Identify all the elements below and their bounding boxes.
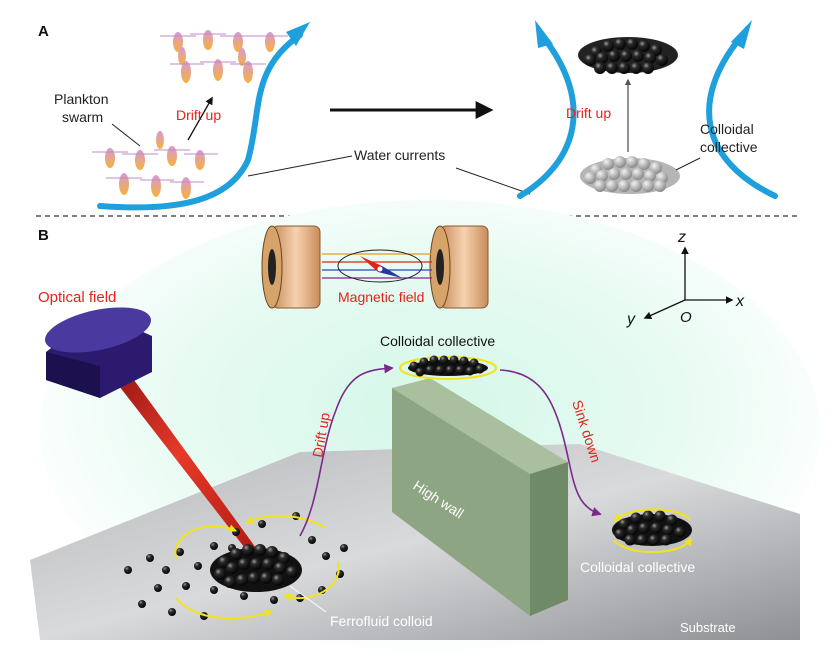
colloidal-collective-right-label: Colloidal collective	[580, 559, 695, 575]
coordinate-axes	[643, 246, 734, 319]
water-current-right-right-arrowhead	[731, 20, 752, 49]
magnetic-field-label: Magnetic field	[338, 289, 424, 305]
panel-a: A	[38, 20, 778, 211]
plankton-leader-line	[111, 123, 141, 147]
colloidal-label-line1: Colloidal	[700, 121, 754, 137]
plankton-upper-group	[160, 30, 288, 83]
water-current-left-arrowhead	[286, 22, 310, 46]
panel-a-label: A	[38, 23, 49, 40]
drift-up-arrow-left	[187, 96, 213, 141]
water-currents-leader-left	[247, 155, 353, 177]
plankton-label-line2: swarm	[62, 109, 103, 125]
colloidal-leader-line	[675, 157, 701, 171]
magnetic-coil-right	[429, 225, 489, 309]
colloid-cluster-floating	[399, 355, 497, 380]
plankton-lower-group	[92, 131, 218, 199]
panel-b: B Substrate High wall	[30, 200, 820, 659]
drift-up-right-label: Drift up	[566, 105, 611, 121]
laser-beam	[102, 358, 256, 552]
ferrofluid-leader-line	[289, 585, 327, 613]
colloidal-label-line2: collective	[700, 139, 758, 155]
colloidal-collective-top-label: Colloidal collective	[380, 333, 495, 349]
water-current-right-right	[706, 35, 778, 199]
optical-field-label: Optical field	[38, 289, 116, 306]
ferrofluid-cluster	[210, 544, 302, 592]
substrate-surface	[30, 444, 800, 640]
water-current-right-left-arrowhead	[535, 20, 553, 48]
panel-b-label: B	[38, 227, 49, 244]
colloid-cluster-landed	[612, 508, 692, 553]
plankton-swarm	[92, 30, 288, 199]
water-current-left	[97, 32, 303, 211]
colloid-cluster-bottom	[580, 156, 680, 194]
drift-up-left-label: Drift up	[176, 107, 221, 123]
axis-z-label: z	[677, 229, 686, 246]
compass-needle-icon	[360, 256, 402, 278]
axis-origin-label: O	[680, 309, 692, 326]
rotation-arrows-ferrofluid	[174, 514, 340, 620]
high-wall	[392, 378, 568, 616]
laser-head	[45, 307, 152, 398]
water-currents-leader-right	[455, 167, 531, 195]
drift-up-label: Drift up	[309, 411, 333, 458]
substrate-label: Substrate	[680, 620, 736, 635]
axis-x-label: x	[735, 293, 745, 310]
water-current-right-left	[517, 35, 577, 199]
ferrofluid-label: Ferrofluid colloid	[330, 613, 433, 629]
colloid-cluster-top	[578, 37, 678, 74]
drift-up-path	[299, 363, 394, 537]
axis-y-label: y	[626, 311, 636, 328]
magnetic-coil-left	[261, 225, 321, 309]
sink-down-path	[499, 369, 602, 517]
water-currents-label: Water currents	[354, 147, 445, 163]
plankton-label-line1: Plankton	[54, 91, 108, 107]
